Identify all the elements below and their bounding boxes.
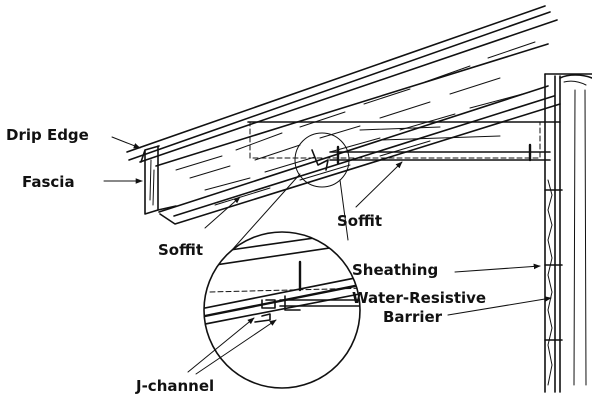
fascia-board xyxy=(144,145,177,215)
j-channel-arrow-2 xyxy=(195,319,277,375)
label-drip-edge: Drip Edge xyxy=(6,126,89,144)
detail-view xyxy=(203,231,361,389)
wall-header xyxy=(247,121,561,165)
label-wrb-line1: Water-Resistive xyxy=(352,289,486,307)
soffit-panel xyxy=(159,95,561,225)
roof-deck xyxy=(126,5,558,213)
wrb-arrow xyxy=(447,296,552,316)
label-soffit-left: Soffit xyxy=(158,241,203,259)
drip-edge-arrow xyxy=(111,136,141,149)
j-channel-small xyxy=(311,149,329,171)
callout-circle xyxy=(294,132,350,188)
label-j-channel: J-channel xyxy=(135,377,214,395)
wall xyxy=(544,73,592,393)
soffit-left-arrow xyxy=(204,196,241,229)
label-wrb-line2: Barrier xyxy=(383,308,443,326)
label-sheathing: Sheathing xyxy=(352,261,438,279)
j-channel-arrow-1 xyxy=(187,317,255,373)
callout-leader-right xyxy=(339,179,349,241)
soffit-right-arrow xyxy=(355,161,403,208)
label-fascia: Fascia xyxy=(22,173,75,191)
label-soffit-right: Soffit xyxy=(337,212,382,230)
callout-leader-left xyxy=(231,173,301,251)
sheathing-arrow xyxy=(454,263,541,273)
